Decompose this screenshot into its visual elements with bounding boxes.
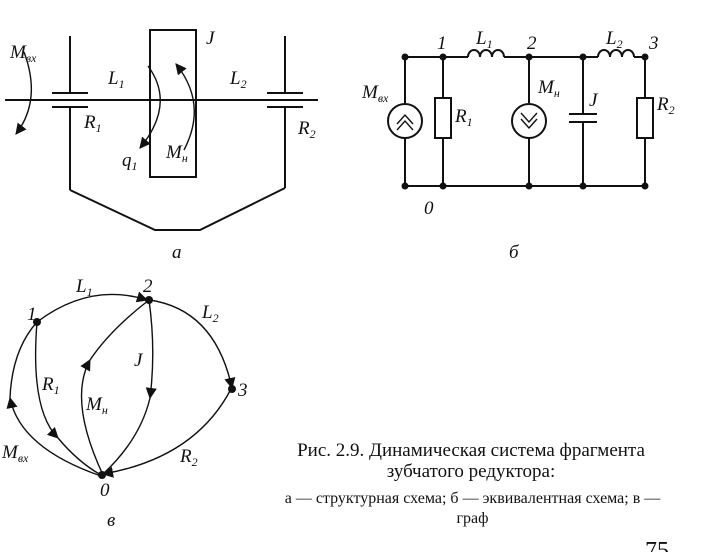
vertex-2	[145, 296, 153, 304]
vertex-label-2: 2	[143, 276, 153, 297]
label-m-load: Mн	[165, 142, 188, 165]
bearing-r1	[52, 36, 88, 190]
label-l1: L1	[475, 28, 493, 51]
node-label-1: 1	[437, 33, 447, 54]
vertex-label-3: 3	[237, 380, 248, 401]
resistor-r1	[434, 57, 452, 186]
figure-caption-subtitle: а — структурная схема; б — эквивалентная…	[284, 490, 661, 527]
node-dot	[439, 53, 447, 61]
edge-l2	[149, 299, 236, 390]
resistor-r2	[636, 57, 654, 186]
label-l2: L2	[605, 28, 623, 51]
panel-a-structural-scheme: Mвх L1 L2 R1 R2 J q1 Mн а	[5, 28, 318, 263]
edge-m-load	[80, 359, 104, 476]
node-dot	[579, 53, 587, 61]
edge-m-load-tail	[89, 299, 150, 361]
node-dot	[439, 182, 447, 190]
q1-flow-arrow	[139, 65, 161, 149]
inductor-l1	[467, 49, 505, 58]
vertex-label-1: 1	[27, 304, 37, 325]
node-label-0: 0	[424, 198, 434, 219]
label-l1: L1	[107, 68, 125, 91]
bearing-r2	[267, 36, 303, 188]
node-dot	[641, 53, 649, 61]
source-m-in	[387, 57, 423, 186]
edge-label-l1: L1	[75, 276, 93, 299]
edge-label-m-load: Mн	[85, 394, 108, 417]
inductor-l2	[597, 49, 635, 58]
input-moment-arrow	[15, 51, 33, 135]
figure-caption-title: Рис. 2.9. Динамическая система фрагмента…	[297, 440, 645, 482]
edge-label-inertia: J	[134, 350, 144, 371]
node-dot	[579, 182, 587, 190]
label-m-in: Mвх	[361, 82, 389, 105]
panel-a-label: а	[172, 242, 182, 263]
edge-j-tail	[101, 397, 151, 476]
housing-frame	[69, 187, 286, 231]
node-dot	[401, 53, 409, 61]
capacitor-j	[569, 57, 597, 186]
vertex-3	[228, 385, 236, 393]
node-dot	[525, 53, 533, 61]
label-r1: R1	[83, 112, 102, 135]
label-r2: R2	[656, 94, 675, 117]
vertex-1	[33, 318, 41, 326]
vertex-0	[98, 471, 106, 479]
edge-label-r2: R2	[179, 446, 198, 469]
panel-b-equivalent-circuit: 1 2 3 0 L1 L2 Mвх Mн R1 R2 J б	[361, 28, 675, 263]
node-dot	[641, 182, 649, 190]
label-m-in: Mвх	[9, 42, 37, 65]
label-inertia: J	[206, 28, 216, 49]
panel-b-label: б	[509, 242, 520, 263]
label-r1: R1	[454, 106, 473, 129]
load-moment-arrow	[175, 63, 195, 151]
source-m-load	[511, 57, 547, 186]
edge-m-in	[6, 396, 102, 477]
label-q1: q1	[122, 150, 138, 173]
edge-label-m-in: Mвх	[1, 442, 29, 465]
node-dot	[401, 182, 409, 190]
label-r2: R2	[297, 118, 316, 141]
panel-c-graph: 1 2 3 0 L1 L2 R1 R2 J Mн Mвх в	[1, 276, 248, 531]
gear-inertia-block	[149, 29, 197, 178]
page-number: 75	[645, 538, 669, 552]
edge-m-in-tail	[9, 321, 38, 399]
node-dot	[525, 182, 533, 190]
edge-label-r1: R1	[41, 374, 60, 397]
label-m-load: Mн	[537, 77, 560, 100]
node-label-3: 3	[648, 33, 659, 54]
panel-c-label: в	[107, 510, 115, 531]
edge-r1	[34, 321, 59, 439]
label-inertia: J	[589, 90, 599, 111]
edge-j	[145, 299, 157, 400]
edge-r2	[101, 388, 232, 478]
label-l2: L2	[229, 68, 247, 91]
edge-r1-tail	[57, 437, 102, 476]
edge-l1	[36, 291, 149, 323]
edge-label-l2: L2	[201, 302, 219, 325]
node-label-2: 2	[527, 33, 537, 54]
vertex-label-0: 0	[100, 480, 110, 501]
